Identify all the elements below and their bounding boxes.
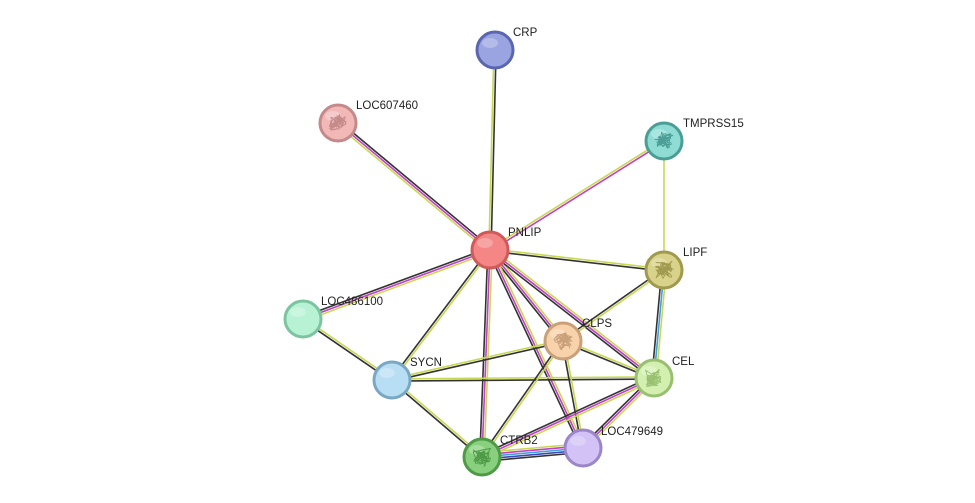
protein-structure-icon — [644, 369, 662, 387]
edge-evidence-line — [488, 49, 495, 250]
node-label: CTRB2 — [500, 435, 538, 447]
node-tmprss15[interactable]: TMPRSS15 — [644, 118, 744, 161]
node-circle[interactable] — [470, 230, 510, 270]
edge-clps-ctrb2 — [480, 339, 565, 459]
edge-evidence-line — [489, 250, 664, 272]
edge-evidence-line — [488, 139, 664, 250]
edge-evidence-line — [479, 249, 489, 457]
edge-evidence-line — [392, 378, 484, 457]
protein-structure-icon — [654, 260, 675, 280]
edge-evidence-line — [391, 339, 563, 380]
node-circle[interactable] — [372, 360, 412, 400]
node-lipf[interactable]: LIPF — [644, 247, 707, 290]
node-loc479649[interactable]: LOC479649 — [563, 426, 663, 468]
node-crp[interactable]: CRP — [475, 27, 538, 70]
edge-evidence-line — [563, 270, 666, 343]
node-label: SYCN — [410, 357, 442, 369]
edge-pnlip-loc607460 — [336, 120, 492, 253]
edge-pnlip-lipf — [489, 248, 665, 272]
edge-evidence-line — [481, 249, 491, 458]
protein-structure-icon — [553, 331, 573, 351]
edge-evidence-line — [390, 380, 482, 459]
node-pnlip[interactable]: PNLIP — [470, 227, 542, 270]
edge-evidence-line — [302, 249, 491, 320]
edge-sycn-clps — [391, 339, 564, 382]
protein-structure-icon — [654, 131, 674, 150]
edge-evidence-line — [489, 249, 655, 379]
node-label: LOC486100 — [321, 296, 383, 308]
edge-pnlip-tmprss15 — [488, 139, 666, 252]
edge-evidence-line — [480, 339, 563, 457]
edge-evidence-line — [392, 341, 564, 382]
edge-evidence-line — [482, 379, 656, 460]
edge-pnlip-loc486100 — [301, 247, 492, 322]
edge-evidence-line — [337, 122, 491, 251]
edge-evidence-line — [338, 120, 492, 249]
edge-evidence-line — [483, 250, 493, 458]
node-highlight — [477, 238, 493, 248]
edge-evidence-line — [490, 141, 666, 252]
edge-pnlip-ctrb2 — [479, 249, 493, 458]
node-ctrb2[interactable]: CTRB2 — [462, 435, 538, 477]
edge-evidence-line — [482, 341, 565, 459]
edge-sycn-cel — [391, 376, 655, 382]
node-label: CLPS — [582, 318, 612, 330]
edge-evidence-line — [391, 376, 654, 380]
edge-evidence-line — [392, 250, 492, 382]
edge-evidence-line — [561, 268, 664, 341]
node-label: TMPRSS15 — [683, 118, 744, 130]
edge-evidence-line — [390, 248, 490, 380]
edge-evidence-line — [490, 50, 497, 251]
edge-lipf-clps — [561, 268, 666, 343]
node-circle[interactable] — [283, 299, 323, 339]
edge-evidence-line — [301, 247, 490, 318]
node-label: CRP — [513, 27, 538, 39]
node-loc607460[interactable]: LOC607460 — [318, 100, 418, 143]
node-cel[interactable]: CEL — [634, 356, 695, 398]
node-label: LOC607460 — [356, 100, 418, 112]
edge-pnlip-sycn — [390, 248, 492, 382]
edge-evidence-line — [480, 375, 654, 456]
edge-cel-ctrb2 — [480, 375, 656, 460]
edge-evidence-line — [336, 124, 490, 253]
edge-pnlip-crp — [488, 49, 497, 251]
node-highlight — [482, 38, 498, 48]
edge-evidence-line — [481, 377, 655, 458]
edge-evidence-line — [490, 248, 665, 270]
edge-evidence-line — [303, 251, 492, 322]
node-sycn[interactable]: SYCN — [372, 357, 442, 400]
node-circle[interactable] — [475, 30, 515, 70]
node-label: LIPF — [683, 247, 707, 259]
node-label: CEL — [672, 356, 695, 368]
node-loc486100[interactable]: LOC486100 — [283, 296, 383, 339]
node-label: PNLIP — [508, 227, 542, 239]
edge-evidence-line — [490, 247, 656, 377]
edge-evidence-line — [488, 251, 654, 381]
node-highlight — [570, 436, 586, 446]
node-highlight — [290, 307, 306, 317]
protein-structure-icon — [328, 113, 347, 131]
edge-pnlip-cel — [488, 247, 656, 381]
edge-evidence-line — [392, 378, 655, 382]
protein-structure-icon — [472, 447, 492, 467]
node-highlight — [379, 368, 395, 378]
node-circle[interactable] — [563, 428, 603, 468]
edge-sycn-ctrb2 — [390, 378, 484, 459]
node-label: LOC479649 — [601, 426, 663, 438]
node-clps[interactable]: CLPS — [543, 318, 612, 361]
